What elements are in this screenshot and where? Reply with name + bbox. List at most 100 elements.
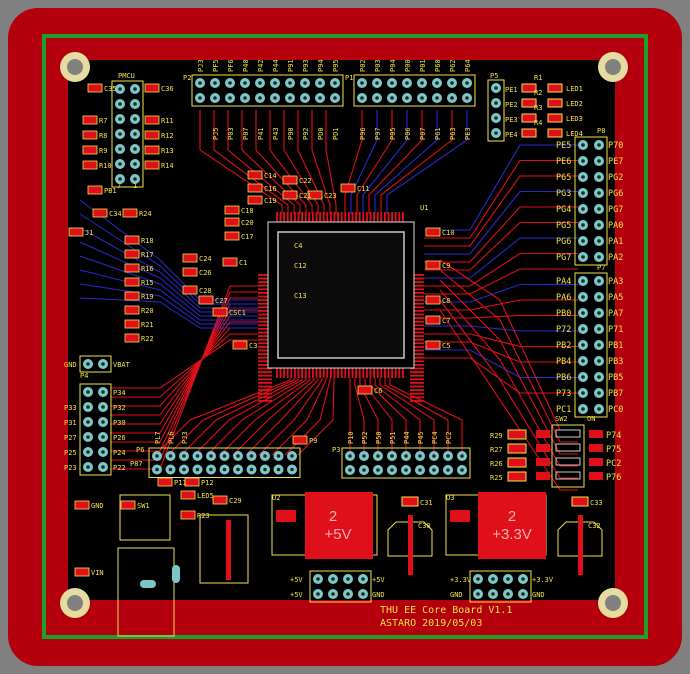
pin-hole xyxy=(390,454,394,458)
mcu-pad xyxy=(312,364,314,378)
header-p1[interactable] xyxy=(353,74,476,107)
u3-pin: 2 xyxy=(508,508,516,525)
header-vbat[interactable] xyxy=(79,355,112,373)
component-pad xyxy=(82,115,98,125)
pin-hole xyxy=(460,454,464,458)
pin-label: PG6 xyxy=(608,189,623,199)
header-p6[interactable] xyxy=(148,447,301,478)
header-output-1[interactable] xyxy=(469,570,532,603)
mcu-pad xyxy=(258,306,272,309)
switch-pad xyxy=(536,430,550,438)
regulator-3v3[interactable]: U3 2 +3.3V xyxy=(445,492,547,559)
component-pad xyxy=(82,145,98,155)
pin-label: P42 xyxy=(257,59,265,72)
mcu-chip[interactable]: U1 xyxy=(258,204,428,402)
pin-label: PE3 xyxy=(464,127,472,140)
pin-hole xyxy=(360,96,364,100)
trace xyxy=(424,357,578,394)
resistor-label: R26 xyxy=(490,460,503,468)
pin-hole xyxy=(249,454,254,458)
mcu-pad xyxy=(330,212,332,226)
switch-toggle xyxy=(555,429,581,438)
pin-label: PB6 xyxy=(556,373,571,383)
component-pad xyxy=(68,227,84,237)
sw1-outline xyxy=(119,494,171,541)
component-pad xyxy=(425,315,441,325)
component-label: P11 xyxy=(174,479,187,487)
component-pad xyxy=(87,83,103,93)
switch-pad xyxy=(589,472,603,480)
mcu-pad xyxy=(258,324,272,327)
mcu-pad xyxy=(410,364,424,366)
pin-hole xyxy=(86,362,90,366)
mcu-pad xyxy=(279,364,282,378)
pin-hole xyxy=(581,159,585,163)
pin-hole xyxy=(446,454,450,458)
component-pad xyxy=(82,130,98,140)
pin-hole xyxy=(597,391,601,395)
component-label: C27 xyxy=(215,297,228,305)
pin-hole xyxy=(263,454,267,458)
header-output-0[interactable] xyxy=(309,570,372,603)
mcu-pad xyxy=(258,317,272,319)
header-p7[interactable] xyxy=(574,272,608,418)
pin-hole xyxy=(118,147,122,151)
header-pmcu[interactable] xyxy=(111,80,144,188)
mcu-pad xyxy=(376,364,379,378)
pin-hole xyxy=(450,81,454,85)
led xyxy=(547,98,563,108)
trace xyxy=(424,333,578,348)
dip-switch-sw2[interactable] xyxy=(507,424,603,488)
pin-label: PA4 xyxy=(556,277,571,287)
header-p4[interactable] xyxy=(79,383,112,476)
pin-hole xyxy=(376,454,380,458)
pin-hole xyxy=(118,132,122,136)
component-label: C6 xyxy=(374,387,382,395)
pin-hole xyxy=(86,435,90,439)
component-pad xyxy=(425,227,441,237)
pin-hole xyxy=(86,405,90,409)
component-label: R9 xyxy=(99,147,107,155)
mounting-holes xyxy=(60,52,628,618)
pin-hole xyxy=(258,81,262,85)
pin-hole xyxy=(101,362,105,366)
component-pad xyxy=(144,160,160,170)
header-p2[interactable] xyxy=(191,74,344,107)
pin-hole xyxy=(290,454,294,458)
pin-label: PC2 xyxy=(606,459,621,469)
pin-hole xyxy=(348,454,352,458)
mcu-pad xyxy=(410,349,424,352)
pin-label: P07 xyxy=(242,127,250,140)
pin-hole xyxy=(243,96,247,100)
header-p5[interactable] xyxy=(487,79,505,142)
trace xyxy=(424,341,578,363)
pin-label: PG7 xyxy=(608,205,623,215)
pin-label: P31 xyxy=(64,419,77,427)
header-p8[interactable] xyxy=(574,136,608,266)
component-label: R12 xyxy=(161,132,174,140)
mcu-pad xyxy=(297,364,300,378)
pin-hole xyxy=(581,223,585,227)
regulator-5v[interactable]: U2 2 +5V xyxy=(271,492,378,559)
pin-hole xyxy=(404,454,408,458)
board-title: THU EE Core Board V1.1 xyxy=(380,605,512,616)
header-p3[interactable] xyxy=(341,447,471,479)
pin-label: P07 xyxy=(419,127,427,140)
mcu-pad xyxy=(258,346,272,348)
pin-hole xyxy=(450,96,454,100)
component-label: C17 xyxy=(241,233,254,241)
pin-hole xyxy=(597,343,601,347)
component-label: R18 xyxy=(141,237,154,245)
pin-hole xyxy=(494,131,498,135)
pin-label: PG4 xyxy=(556,205,571,215)
pin-label: PD0 xyxy=(317,127,325,140)
trace xyxy=(424,268,578,295)
pin-label: P65 xyxy=(556,173,571,183)
pin-hole xyxy=(195,454,200,458)
component-pad xyxy=(307,190,323,200)
pin-hole xyxy=(118,87,122,91)
resistor xyxy=(507,471,527,482)
pin-hole xyxy=(101,450,105,454)
led xyxy=(547,83,563,93)
pin-label: PE6 xyxy=(556,157,571,167)
